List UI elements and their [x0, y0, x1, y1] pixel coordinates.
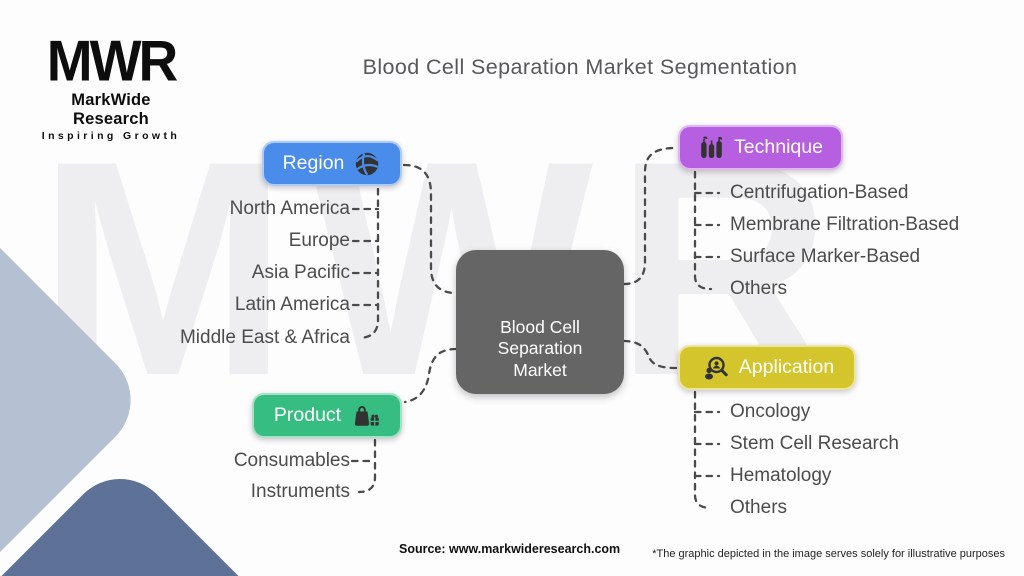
- technique-item: Surface Marker-Based: [730, 246, 921, 267]
- globe-icon: [353, 150, 381, 178]
- technique-item: Centrifugation-Based: [730, 182, 909, 203]
- shopping-bag-gift-icon: [350, 403, 380, 428]
- technique-item: Membrane Filtration-Based: [730, 214, 960, 235]
- node-application: Application: [678, 345, 856, 390]
- application-item: Stem Cell Research: [730, 433, 899, 454]
- product-item: Instruments: [250, 481, 350, 502]
- node-technique: Technique: [678, 125, 843, 170]
- application-item: Others: [730, 497, 788, 518]
- center-node: Blood Cell Separation Market: [456, 250, 624, 394]
- markwide-logo: MWR MarkWide Research Inspiring Growth: [35, 28, 187, 142]
- region-item: Middle East & Africa: [179, 327, 350, 348]
- vials-icon: [698, 135, 725, 161]
- product-item: Consumables: [233, 450, 350, 471]
- application-item: Oncology: [730, 401, 811, 422]
- logo-company-name: MarkWide Research: [71, 91, 151, 128]
- node-region: Region: [262, 141, 402, 186]
- region-item: Europe: [288, 230, 350, 251]
- node-product-label: Product: [273, 404, 342, 426]
- center-node-label: Blood Cell Separation Market: [497, 316, 583, 380]
- application-item: Hematology: [730, 465, 832, 486]
- node-region-label: Region: [282, 152, 345, 174]
- node-technique-label: Technique: [734, 136, 823, 158]
- region-item: North America: [229, 198, 350, 219]
- node-application-label: Application: [738, 356, 835, 378]
- source-text: Source: www.markwideresearch.com: [399, 542, 621, 556]
- region-item: Latin America: [234, 294, 350, 315]
- disclaimer-text: *The graphic depicted in the image serve…: [652, 548, 1005, 560]
- logo-acronym: MWR: [46, 28, 178, 94]
- node-product: Product: [252, 393, 402, 438]
- page-title: Blood Cell Separation Market Segmentatio…: [362, 55, 798, 79]
- technique-item: Others: [730, 278, 788, 299]
- magnifier-person-icon: [700, 354, 730, 382]
- region-item: Asia Pacific: [251, 262, 350, 283]
- logo-tagline: Inspiring Growth: [41, 130, 181, 142]
